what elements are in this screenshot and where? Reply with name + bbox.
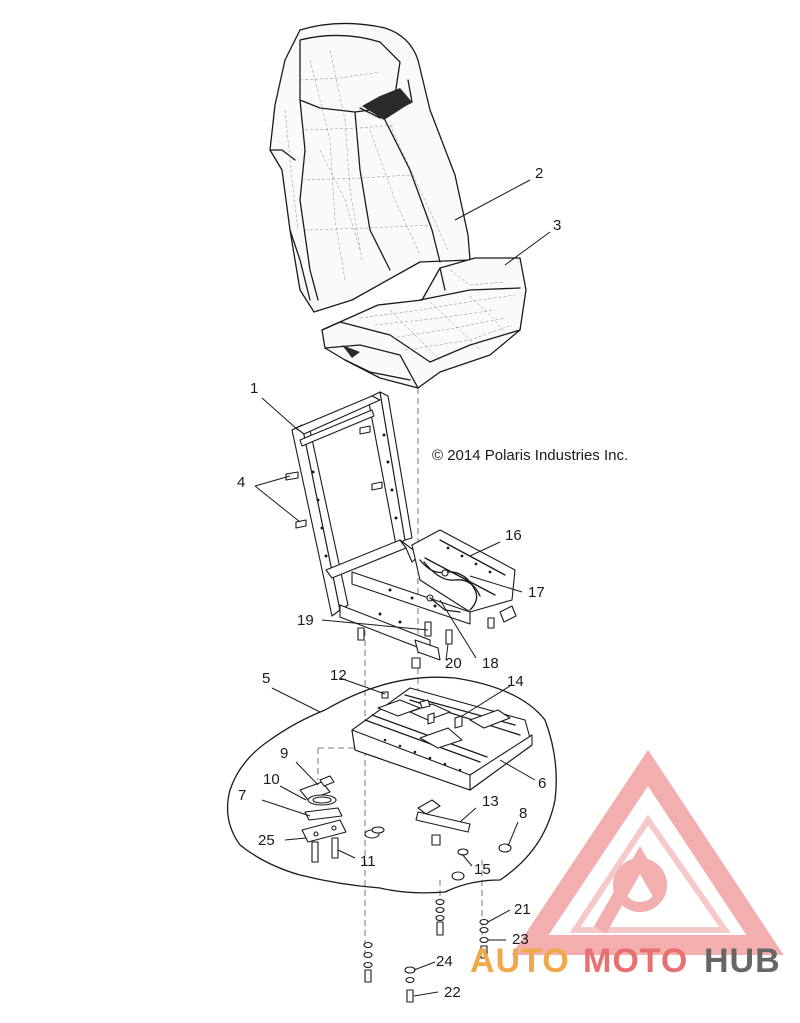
callout-15: 15 <box>474 861 491 878</box>
seat-frame <box>291 391 471 661</box>
callout-4: 4 <box>237 474 245 491</box>
latch-parts <box>299 775 385 863</box>
watermark-part3: HUB <box>704 942 781 980</box>
seat-bracket-16 <box>411 529 517 623</box>
callout-9: 9 <box>280 745 288 762</box>
base-assembly-outline <box>226 676 557 894</box>
callout-7: 7 <box>238 787 246 804</box>
callout-20: 20 <box>445 655 462 672</box>
callout-10: 10 <box>263 771 280 788</box>
callout-21: 21 <box>514 901 531 918</box>
watermark-part2: MOTO <box>583 942 688 980</box>
callout-25: 25 <box>258 832 275 849</box>
callout-12: 12 <box>330 667 347 684</box>
handle-13 <box>415 799 471 846</box>
callout-8: 8 <box>519 805 527 822</box>
seat-back <box>269 22 471 313</box>
bottom-hardware <box>363 898 489 1003</box>
copyright-notice: © 2014 Polaris Industries Inc. <box>432 447 628 464</box>
callout-3: 3 <box>553 217 561 234</box>
callout-18: 18 <box>482 655 499 672</box>
callout-19: 19 <box>297 612 314 629</box>
callout-labels: 1 2 3 4 5 6 7 8 9 10 11 12 13 14 15 16 1… <box>237 165 561 1001</box>
bolts-19-20 <box>357 617 495 669</box>
callout-6: 6 <box>538 775 546 792</box>
callout-23: 23 <box>512 931 529 948</box>
callout-24: 24 <box>436 953 453 970</box>
bolts-4 <box>285 425 383 529</box>
callout-22: 22 <box>444 984 461 1001</box>
watermark-part1: AUTO <box>470 942 570 980</box>
wiring-harness <box>419 559 481 613</box>
callout-14: 14 <box>507 673 524 690</box>
watermark-logo-icon <box>511 749 784 955</box>
callout-2: 2 <box>535 165 543 182</box>
watermark-text: AUTO MOTO HUB <box>470 942 781 980</box>
seat-cushion <box>321 257 527 389</box>
callout-13: 13 <box>482 793 499 810</box>
callout-1: 1 <box>250 380 258 397</box>
callout-17: 17 <box>528 584 545 601</box>
callout-5: 5 <box>262 670 270 687</box>
callout-16: 16 <box>505 527 522 544</box>
seat-slider-base-6 <box>351 687 533 791</box>
callout-11: 11 <box>360 853 376 870</box>
leader-lines <box>254 179 551 997</box>
